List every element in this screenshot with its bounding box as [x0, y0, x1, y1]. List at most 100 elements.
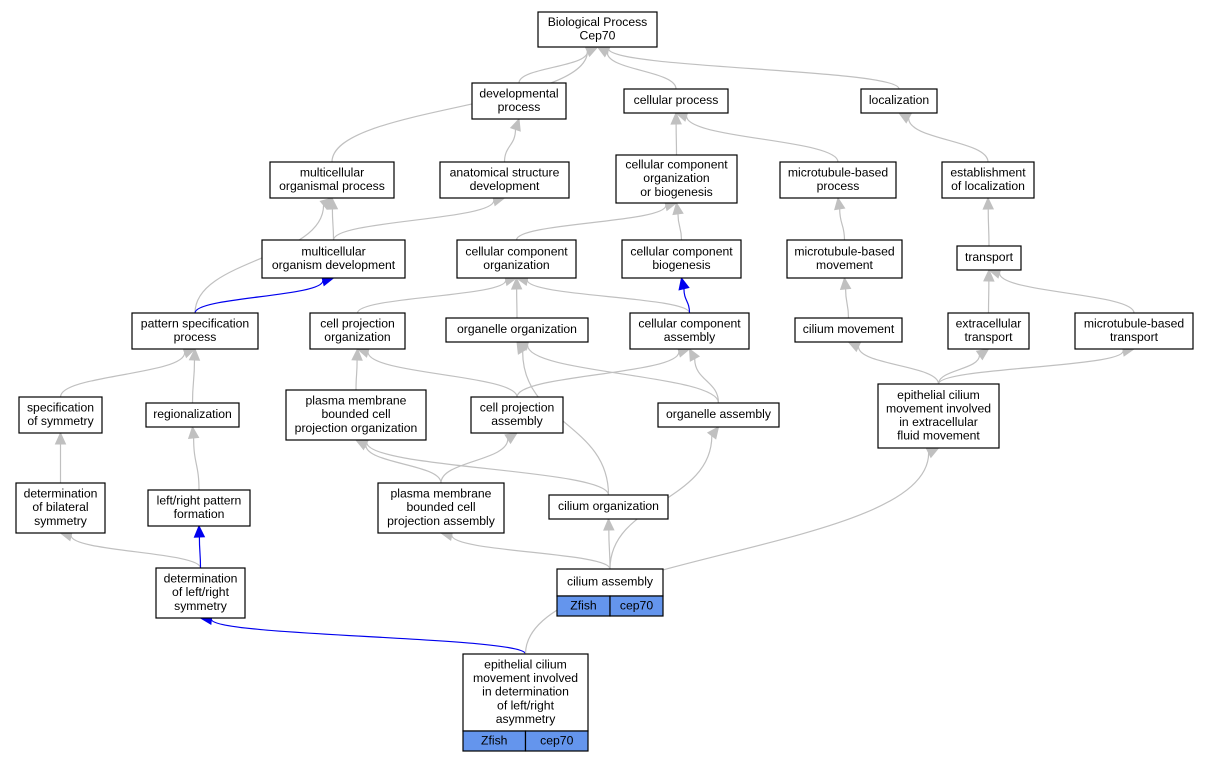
edge-cilasm-to-cilorg: [603, 517, 615, 570]
edge-arrowhead: [678, 276, 690, 291]
edge-line: [194, 280, 324, 314]
edge-cilmove-to-mtbmove: [839, 276, 852, 319]
node-label-line: microtubule-based: [1084, 316, 1184, 330]
node-label-line: projection organization: [295, 421, 418, 435]
edge-arrowhead: [319, 197, 333, 210]
go-term-node-cellproc[interactable]: cellular process: [623, 88, 729, 114]
node-label-line: cellular component: [465, 244, 568, 258]
badge-box: [609, 595, 664, 617]
node-label-line: organization: [643, 171, 709, 185]
node-label-line: process: [498, 100, 541, 114]
node-label-line: symmetry: [174, 599, 228, 613]
go-term-node-transport[interactable]: transport: [956, 245, 1022, 271]
edge-arrowhead: [187, 425, 200, 440]
node-label-line: assembly: [664, 330, 716, 344]
edge-orgasm-to-ccasm: [688, 347, 720, 404]
node-box: [623, 88, 729, 114]
edge-line: [518, 51, 589, 84]
node-label-line: microtubule-based: [794, 244, 894, 258]
edge-line: [365, 444, 442, 484]
node-box: [131, 312, 259, 350]
edge-line: [366, 442, 610, 496]
badge-zfish[interactable]: Zfish: [462, 730, 527, 752]
badge-cep70[interactable]: cep70: [609, 595, 664, 617]
go-term-node-region[interactable]: regionalization: [145, 402, 240, 428]
node-label-line: multicellular: [300, 165, 364, 179]
edge-line: [526, 279, 691, 314]
node-label-line: process: [817, 179, 860, 193]
edge-transport-to-estloc: [982, 196, 995, 247]
edge-lrpat-to-region: [187, 425, 200, 491]
node-label-line: asymmetry: [496, 712, 556, 726]
edge-line: [937, 355, 981, 385]
node-label-line: biogenesis: [652, 258, 710, 272]
edge-pmbcpo-to-cpo: [351, 347, 363, 391]
node-label-line: movement involved: [886, 401, 991, 415]
go-term-node-orgorg[interactable]: organelle organization: [445, 317, 589, 343]
go-term-node-cilasm[interactable]: cilium assembly: [556, 568, 664, 597]
edge-line: [367, 351, 518, 398]
node-label-line: organization: [324, 330, 390, 344]
edge-line: [503, 129, 517, 163]
edge-ccasm-to-ccorg: [515, 274, 691, 314]
go-term-node-orgasm[interactable]: organelle assembly: [657, 402, 780, 428]
node-label-line: determination: [24, 487, 98, 501]
edge-arrowhead: [603, 517, 615, 531]
node-label-line: formation: [174, 507, 225, 521]
edge-line: [210, 618, 527, 655]
node-box: [145, 402, 240, 428]
edge-cpo-to-ccorg: [356, 274, 518, 314]
edge-line: [998, 272, 1135, 314]
node-label-line: assembly: [491, 414, 543, 428]
edge-cellproc-to-bp: [596, 46, 677, 90]
node-box: [456, 239, 577, 279]
node-label-line: process: [174, 330, 217, 344]
go-term-node-loc[interactable]: localization: [860, 88, 938, 114]
edge-ccbio-to-ccob: [672, 201, 684, 241]
go-term-node-cilorg[interactable]: cilium organization: [548, 494, 669, 520]
edges-layer: [54, 42, 1136, 655]
badge-cep70[interactable]: cep70: [524, 730, 589, 752]
node-box: [18, 396, 103, 434]
edge-line: [526, 345, 720, 404]
node-box: [537, 11, 658, 48]
node-label-line: pattern specification: [141, 316, 249, 330]
edge-anatdev-to-devproc: [503, 117, 521, 163]
edge-arrowhead: [188, 347, 201, 361]
edge-line: [839, 208, 846, 241]
node-box: [556, 568, 664, 597]
edge-arrowhead: [504, 432, 519, 445]
edge-orgorg-to-ccorg: [510, 276, 523, 319]
node-box: [377, 482, 505, 534]
go-term-node-cilmove[interactable]: cilium movement: [794, 317, 903, 343]
edge-cilorg-to-orgorg: [516, 340, 610, 496]
edge-line: [987, 208, 990, 247]
edge-detbil-to-specsym: [54, 431, 67, 484]
badge-zfish[interactable]: Zfish: [556, 595, 611, 617]
